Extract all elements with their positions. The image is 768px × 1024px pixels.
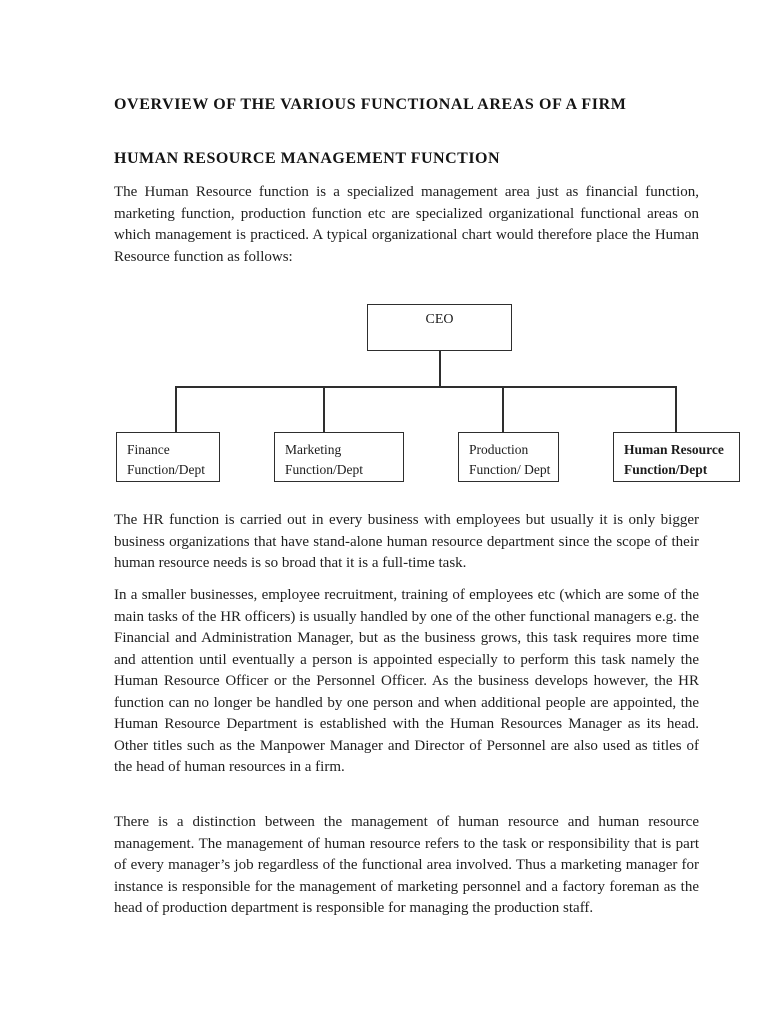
- org-chart-node-production: Production Function/ Dept: [458, 432, 559, 482]
- org-chart-node-human-resource: Human Resource Function/Dept: [613, 432, 740, 482]
- marketing-label-line1: Marketing: [285, 442, 342, 457]
- connector-ceo-stem: [439, 351, 441, 386]
- connector-drop-production: [502, 386, 504, 433]
- production-label-line2: Function/ Dept: [469, 462, 551, 477]
- paragraph-hr-carried-out: The HR function is carried out in every …: [114, 512, 699, 571]
- paragraph-smaller-businesses: In a smaller businesses, employee recrui…: [114, 587, 699, 775]
- connector-drop-marketing: [323, 386, 325, 433]
- production-label-line1: Production: [469, 442, 529, 457]
- ceo-label: CEO: [425, 312, 454, 327]
- org-chart-node-finance: Finance Function/Dept: [116, 432, 220, 482]
- paragraph-intro: The Human Resource function is a special…: [114, 184, 699, 265]
- finance-label-line2: Function/Dept: [127, 462, 205, 477]
- connector-drop-hr: [675, 386, 677, 433]
- connector-horizontal-bar: [175, 386, 676, 388]
- hr-label-line2: Function/Dept: [624, 462, 708, 477]
- org-chart-node-ceo: CEO: [367, 304, 512, 351]
- org-chart: CEO Finance Function/Dept Marketing Func…: [0, 304, 768, 482]
- connector-drop-finance: [175, 386, 177, 433]
- hr-label-line1: Human Resource: [624, 442, 724, 457]
- document-title: OVERVIEW OF THE VARIOUS FUNCTIONAL AREAS…: [114, 96, 627, 113]
- section-heading: HUMAN RESOURCE MANAGEMENT FUNCTION: [114, 150, 501, 167]
- finance-label-line1: Finance: [127, 442, 170, 457]
- marketing-label-line2: Function/Dept: [285, 462, 363, 477]
- paragraph-distinction: There is a distinction between the manag…: [114, 814, 699, 916]
- org-chart-node-marketing: Marketing Function/Dept: [274, 432, 404, 482]
